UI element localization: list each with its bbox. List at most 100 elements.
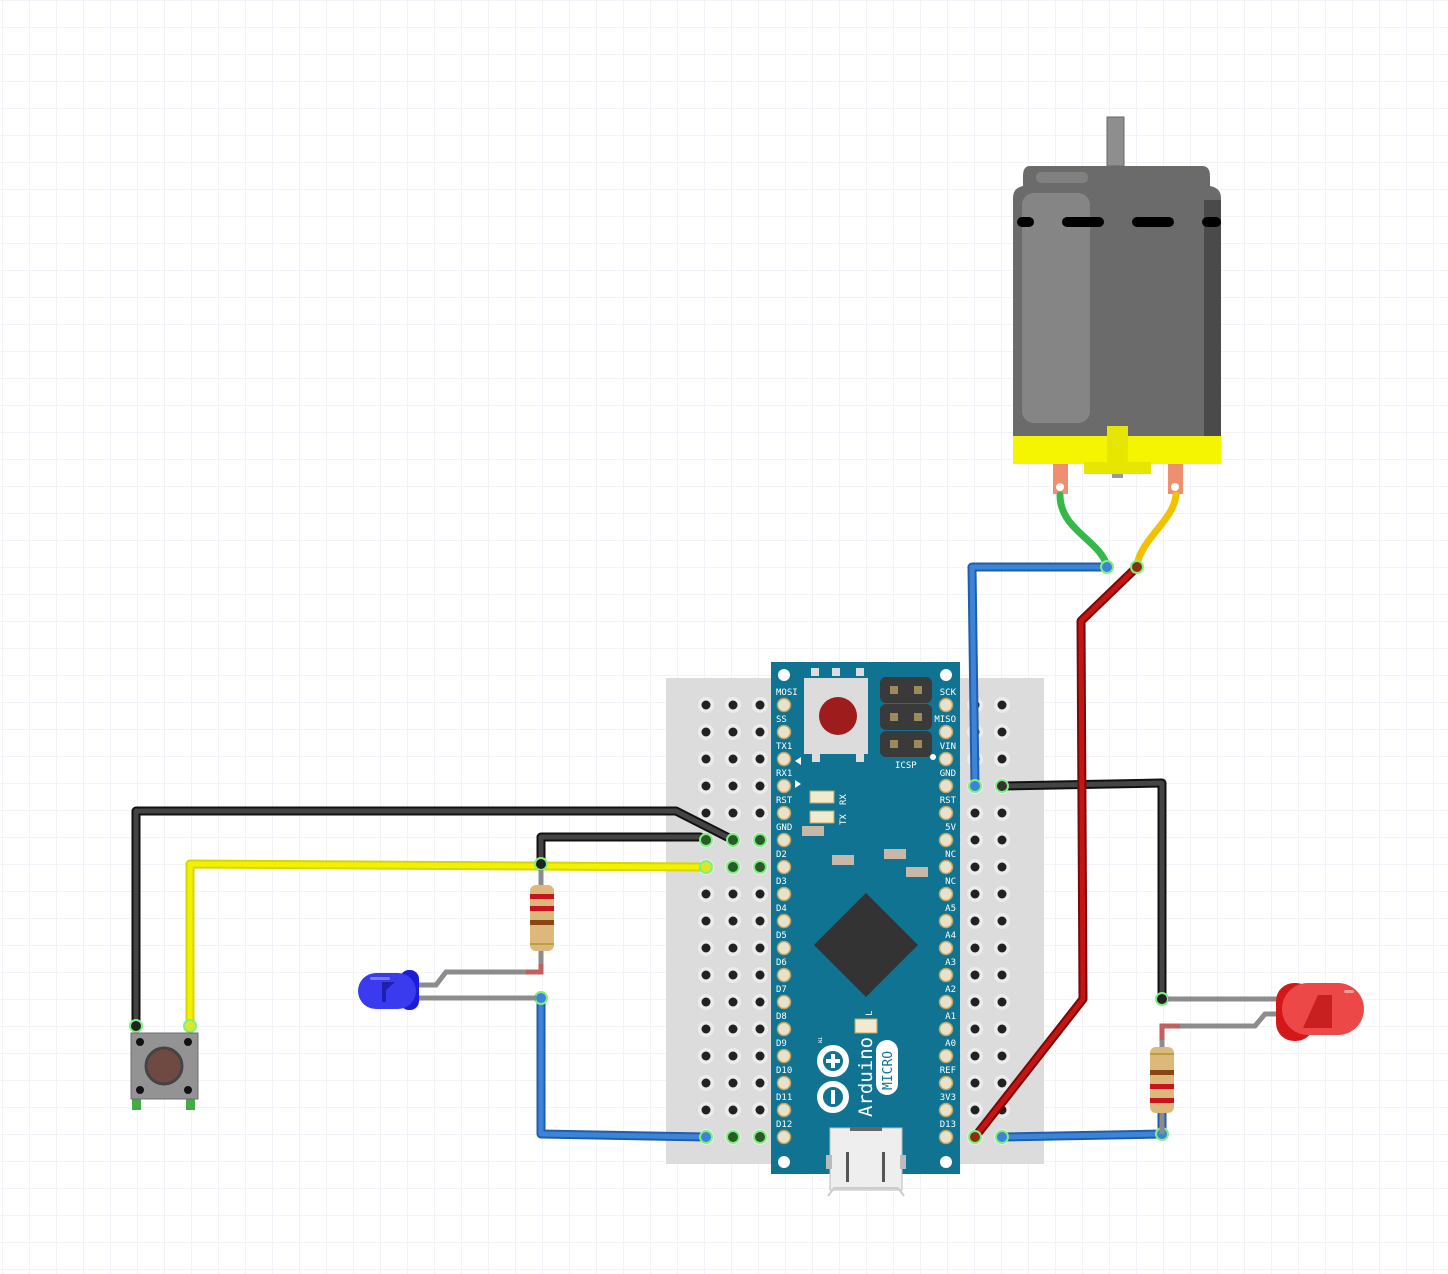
resistor-band (530, 920, 554, 925)
smd-component (802, 826, 824, 836)
breadboard-hole-center (755, 916, 765, 926)
breadboard-hole-center (755, 970, 765, 980)
pin-ss[interactable] (776, 724, 792, 740)
pushbutton[interactable] (130, 1032, 199, 1110)
pin-rst[interactable] (776, 805, 792, 821)
usb-connector[interactable] (826, 1127, 906, 1197)
pin-d12[interactable] (776, 1129, 792, 1145)
motor-terminal-right[interactable] (1168, 464, 1183, 494)
breadboard-hole-center (701, 916, 711, 926)
pin-tx1[interactable] (776, 751, 792, 767)
breadboard-hole-center (997, 970, 1007, 980)
breadboard-hole-center (970, 1051, 980, 1061)
pin-d4[interactable] (776, 913, 792, 929)
breadboard-hole-center (728, 1105, 738, 1115)
mount-hole (940, 669, 952, 681)
pin-d11[interactable] (776, 1102, 792, 1118)
pin-label: D3 (776, 877, 787, 887)
pin-d7[interactable] (776, 994, 792, 1010)
motor-lead-green[interactable] (1056, 491, 1111, 570)
breadboard-hole-center (728, 700, 738, 710)
dc-motor[interactable] (1013, 116, 1221, 494)
pin-3v3[interactable] (938, 1102, 954, 1118)
pin-label: A1 (945, 1012, 956, 1022)
pin-d6[interactable] (776, 967, 792, 983)
pin-d10[interactable] (776, 1075, 792, 1091)
pin-label: D8 (776, 1012, 787, 1022)
breadboard-hole-center (997, 943, 1007, 953)
resistor-band (530, 894, 554, 899)
pin-sck[interactable] (938, 697, 954, 713)
pin-gnd[interactable] (938, 778, 954, 794)
breadboard-holes-left (698, 697, 768, 1145)
pin-miso[interactable] (938, 724, 954, 740)
arduino-micro-board[interactable]: ICSP RX TX L TM Arduino (771, 662, 960, 1197)
breadboard-hole-center (970, 1078, 980, 1088)
breadboard-hole-center (728, 1024, 738, 1034)
motor-lead-yellow[interactable] (1133, 491, 1180, 570)
breadboard-hole-center (755, 889, 765, 899)
breadboard-hole-center (701, 700, 711, 710)
pin-d9[interactable] (776, 1048, 792, 1064)
led-red[interactable] (1162, 983, 1364, 1041)
pin-label: VIN (940, 742, 956, 752)
pin-ref[interactable] (938, 1075, 954, 1091)
breadboard-hole-center (728, 808, 738, 818)
motor-shaft (1106, 116, 1125, 167)
breadboard-hole-center (728, 1078, 738, 1088)
motor-vent-slots (1017, 217, 1221, 227)
pin-rx1[interactable] (776, 778, 792, 794)
pin-gnd[interactable] (776, 832, 792, 848)
pin-nc[interactable] (938, 886, 954, 902)
smd-component (906, 867, 928, 877)
pin-label: D7 (776, 985, 787, 995)
icsp-label: ICSP (895, 761, 917, 771)
breadboard-hole-center (755, 781, 765, 791)
breadboard-hole-center (997, 727, 1007, 737)
pin-nc[interactable] (938, 859, 954, 875)
pin-label: A3 (945, 958, 956, 968)
breadboard-hole-center (701, 727, 711, 737)
breadboard-hole-center (997, 889, 1007, 899)
pin-label: GND (776, 823, 792, 833)
pin-a1[interactable] (938, 1021, 954, 1037)
pin-d2[interactable] (776, 859, 792, 875)
reset-button[interactable] (804, 668, 868, 762)
pin-d3[interactable] (776, 886, 792, 902)
pin-a0[interactable] (938, 1048, 954, 1064)
pin-label: RST (776, 796, 793, 806)
breadboard-hole-center (970, 916, 980, 926)
breadboard-hole-center (728, 889, 738, 899)
pin-label: TX1 (776, 742, 792, 752)
pin-5v[interactable] (938, 832, 954, 848)
breadboard-hole-center (755, 700, 765, 710)
pin-a3[interactable] (938, 967, 954, 983)
led-blue[interactable] (358, 969, 536, 1010)
pin-d13[interactable] (938, 1129, 954, 1145)
pin-label: D5 (776, 931, 787, 941)
breadboard-hole-center (997, 862, 1007, 872)
l-led-label: L (865, 1011, 875, 1016)
pin-a2[interactable] (938, 994, 954, 1010)
pin-rst[interactable] (938, 805, 954, 821)
pin-vin[interactable] (938, 751, 954, 767)
pin-label: GND (940, 769, 956, 779)
breadboard-hole-center (728, 754, 738, 764)
pin-mosi[interactable] (776, 697, 792, 713)
l-led (854, 1018, 878, 1034)
pushbutton-cap[interactable] (144, 1046, 184, 1086)
resistor-right[interactable] (1150, 1023, 1180, 1134)
mount-hole (778, 669, 790, 681)
motor-terminal-left[interactable] (1053, 464, 1068, 494)
resistor-left[interactable] (526, 870, 554, 975)
breadboard-hole-center (755, 1024, 765, 1034)
breadboard-hole-center (728, 943, 738, 953)
pin-d5[interactable] (776, 940, 792, 956)
mount-hole (940, 1156, 952, 1168)
breadboard-hole-center (997, 808, 1007, 818)
pin-a5[interactable] (938, 913, 954, 929)
pin-d8[interactable] (776, 1021, 792, 1037)
smd-component (832, 855, 854, 865)
pin-a4[interactable] (938, 940, 954, 956)
breadboard-hole-center (997, 1078, 1007, 1088)
